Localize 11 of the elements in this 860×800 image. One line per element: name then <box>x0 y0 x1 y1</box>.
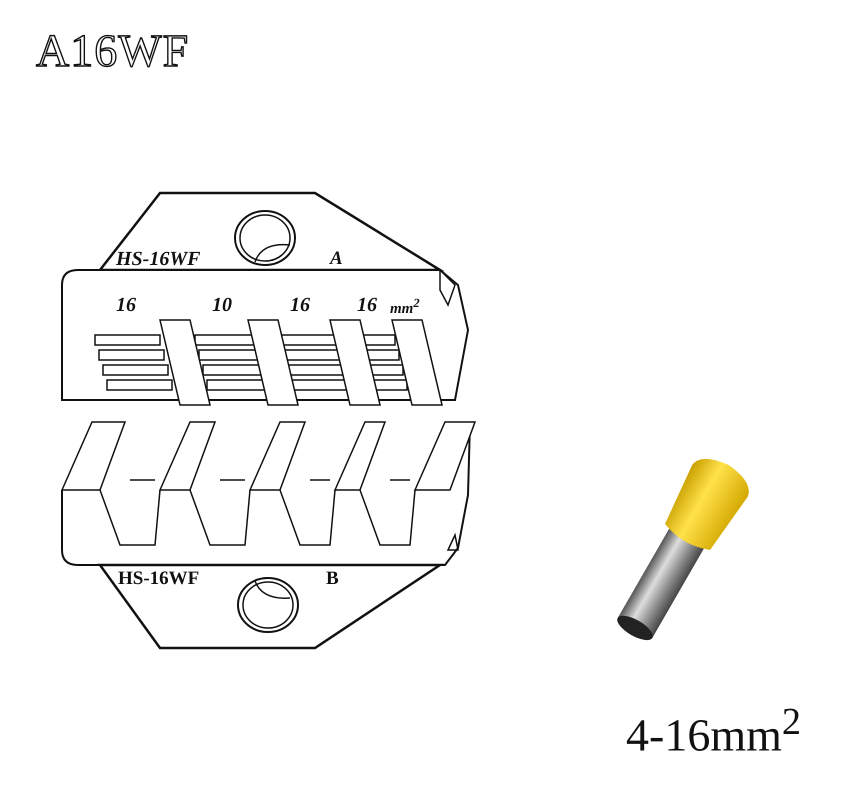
die-marking: 16 <box>357 295 377 315</box>
die-marking: HS-16WF <box>116 249 200 269</box>
die-marking: 16 <box>290 295 310 315</box>
title: A16WF <box>36 28 190 74</box>
size-range-label: 4-16mm$^{2}$ <box>626 703 802 758</box>
die-marking: 10 <box>212 295 232 315</box>
die-marking: 16 <box>116 295 136 315</box>
die-marking: mm$^{2}$ <box>390 297 420 317</box>
die-marking: HS-16WF <box>118 569 200 588</box>
die-marking: B <box>326 569 339 588</box>
die-marking: A <box>330 249 343 268</box>
